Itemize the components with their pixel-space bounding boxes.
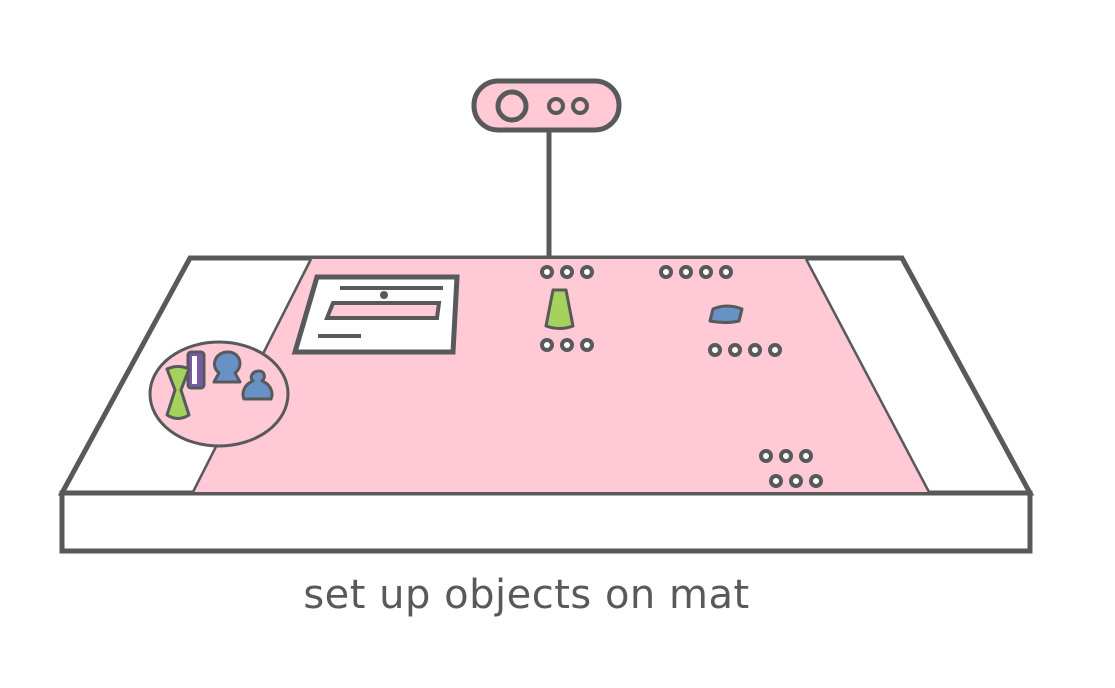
caption: set up objects on mat	[303, 572, 750, 618]
green-piece-icon	[165, 365, 191, 420]
table-front-edge	[59, 490, 1033, 554]
blue-piece-icon	[212, 350, 242, 384]
token-dots-icon	[540, 265, 823, 488]
green-piece-icon	[544, 288, 575, 330]
mat-right-edge	[804, 258, 931, 493]
camera-sensor-icon	[571, 97, 589, 115]
camera-lens-icon	[495, 89, 529, 123]
zoom-circle-icon	[148, 340, 290, 448]
blue-piece-icon	[241, 369, 274, 401]
camera-sensor-icon	[547, 97, 565, 115]
card-bar	[324, 301, 442, 320]
purple-piece-shine	[192, 356, 197, 384]
card-icon	[291, 274, 460, 355]
card-dot	[380, 291, 388, 299]
blue-piece-icon	[708, 304, 744, 324]
overhead-camera	[471, 78, 622, 258]
